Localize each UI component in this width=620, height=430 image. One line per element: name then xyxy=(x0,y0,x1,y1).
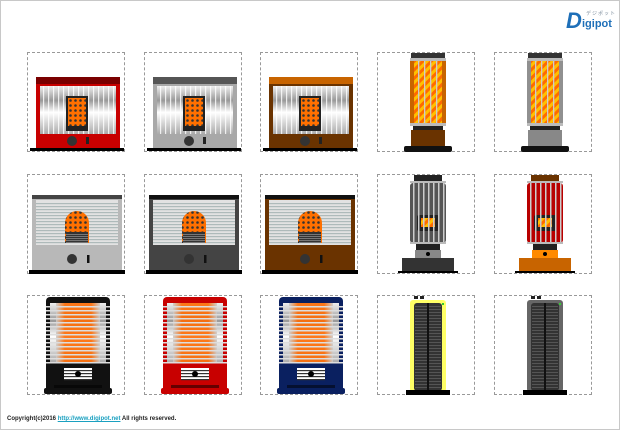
rights-text: All rights reserved. xyxy=(120,416,177,422)
upright-electric-heater-icon xyxy=(44,297,112,394)
oil-panel-heater-icon xyxy=(523,296,567,395)
kerosene-stove-heater-icon xyxy=(515,175,575,273)
heater-8-illustration xyxy=(260,174,358,274)
copyright-footer: Copyright(c)2016 http://www.digipot.net … xyxy=(7,416,176,422)
upright-electric-heater-icon xyxy=(161,297,229,394)
heater-9-illustration xyxy=(377,174,475,274)
digipot-logo: D デジポット igipot xyxy=(566,6,616,36)
box-gas-heater-icon xyxy=(146,195,242,274)
heater-11-illustration xyxy=(27,295,125,395)
heater-5-illustration xyxy=(494,52,592,152)
kerosene-stove-heater-icon xyxy=(398,175,458,273)
heater-10-illustration xyxy=(494,174,592,274)
copyright-text: Copyright(c)2016 xyxy=(7,416,58,422)
logo-letter: D xyxy=(566,8,582,33)
digipot-link[interactable]: http://www.digipot.net xyxy=(57,416,121,422)
heater-13-illustration xyxy=(260,295,358,395)
box-halogen-heater-icon xyxy=(30,77,124,151)
heater-14-illustration xyxy=(377,295,475,395)
heater-6-illustration xyxy=(27,174,125,274)
logo-kana: デジポット xyxy=(586,11,617,17)
tower-carbon-heater-icon xyxy=(521,53,569,152)
heater-12-illustration xyxy=(144,295,242,395)
logo-text: igipot xyxy=(582,18,612,30)
heater-15-illustration xyxy=(494,295,592,395)
heater-7-illustration xyxy=(144,174,242,274)
box-gas-heater-icon xyxy=(262,195,358,274)
oil-panel-heater-icon xyxy=(406,296,450,395)
heater-3-illustration xyxy=(260,52,358,152)
box-gas-heater-icon xyxy=(29,195,125,274)
box-halogen-heater-icon xyxy=(147,77,241,151)
heater-4-illustration xyxy=(377,52,475,152)
box-halogen-heater-icon xyxy=(263,77,357,151)
upright-electric-heater-icon xyxy=(277,297,345,394)
tower-carbon-heater-icon xyxy=(404,53,452,152)
heater-2-illustration xyxy=(144,52,242,152)
heater-1-illustration xyxy=(27,52,125,152)
